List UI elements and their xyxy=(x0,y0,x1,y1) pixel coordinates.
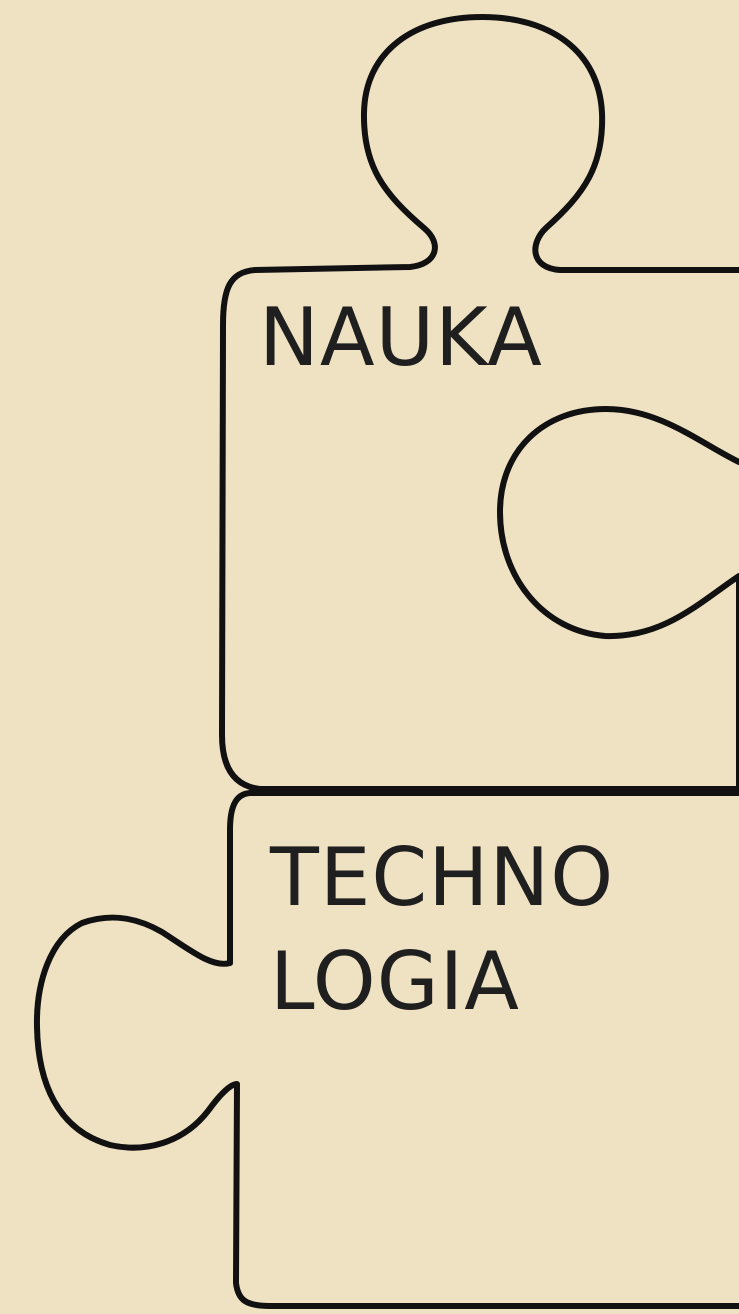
piece-label-technologia-line-1: TECHNO xyxy=(270,831,615,924)
bottom-puzzle-piece-outline xyxy=(33,790,739,1309)
piece-label-technologia-line-2: LOGIA xyxy=(270,935,520,1028)
top-puzzle-piece-outline xyxy=(219,14,739,792)
piece-label-nauka: NAUKA xyxy=(259,291,543,384)
piece-label-technologia: TECHNO LOGIA xyxy=(270,826,614,1034)
